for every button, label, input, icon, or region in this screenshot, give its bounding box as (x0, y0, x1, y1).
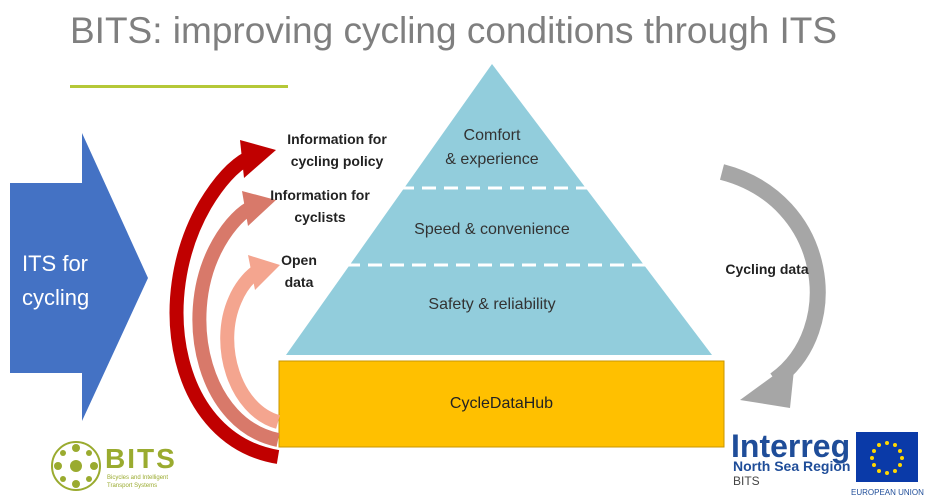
eu-label: EUROPEAN UNION (851, 488, 924, 497)
cycledatahub-box (278, 360, 725, 448)
open-data-arrow (220, 266, 281, 429)
tier-speed-label: Speed & convenience (414, 221, 570, 238)
open-data-arrow-head (248, 255, 280, 290)
bits-logo-mark (51, 441, 101, 491)
interreg-project-label: BITS (733, 474, 760, 488)
policy-arrow-head (240, 140, 276, 178)
pyramid (286, 64, 712, 355)
eu-flag-icon (856, 432, 918, 482)
bits-logo-text: BITS (105, 443, 177, 474)
open-data-label: Open data (281, 252, 317, 290)
cycling-data-arrow-head (740, 360, 795, 408)
north-sea-region-label: North Sea Region (733, 458, 851, 474)
cyclists-arrow-head (242, 191, 276, 226)
cycling-data-label: Cycling data (725, 261, 809, 277)
its-for-cycling-label: ITS for cycling (22, 251, 90, 310)
tier-safety-label: Safety & reliability (428, 296, 556, 313)
policy-info-label: Information for cycling policy (287, 131, 387, 169)
cyclists-info-label: Information for cyclists (270, 187, 370, 225)
slide-title: BITS: improving cycling conditions throu… (70, 10, 838, 51)
its-arrow (10, 133, 148, 421)
title-underline (70, 85, 288, 88)
cycledatahub-label: CycleDataHub (449, 395, 554, 412)
bits-logo-subtitle: Bicycles and Intelligent Transport Syste… (107, 475, 169, 489)
tier-comfort-label: Comfort & experience (445, 127, 539, 168)
policy-arrow (169, 151, 280, 464)
cycling-data-arrow (719, 164, 826, 387)
cyclists-arrow (192, 201, 280, 447)
interreg-logo-text: Interreg (731, 428, 851, 464)
